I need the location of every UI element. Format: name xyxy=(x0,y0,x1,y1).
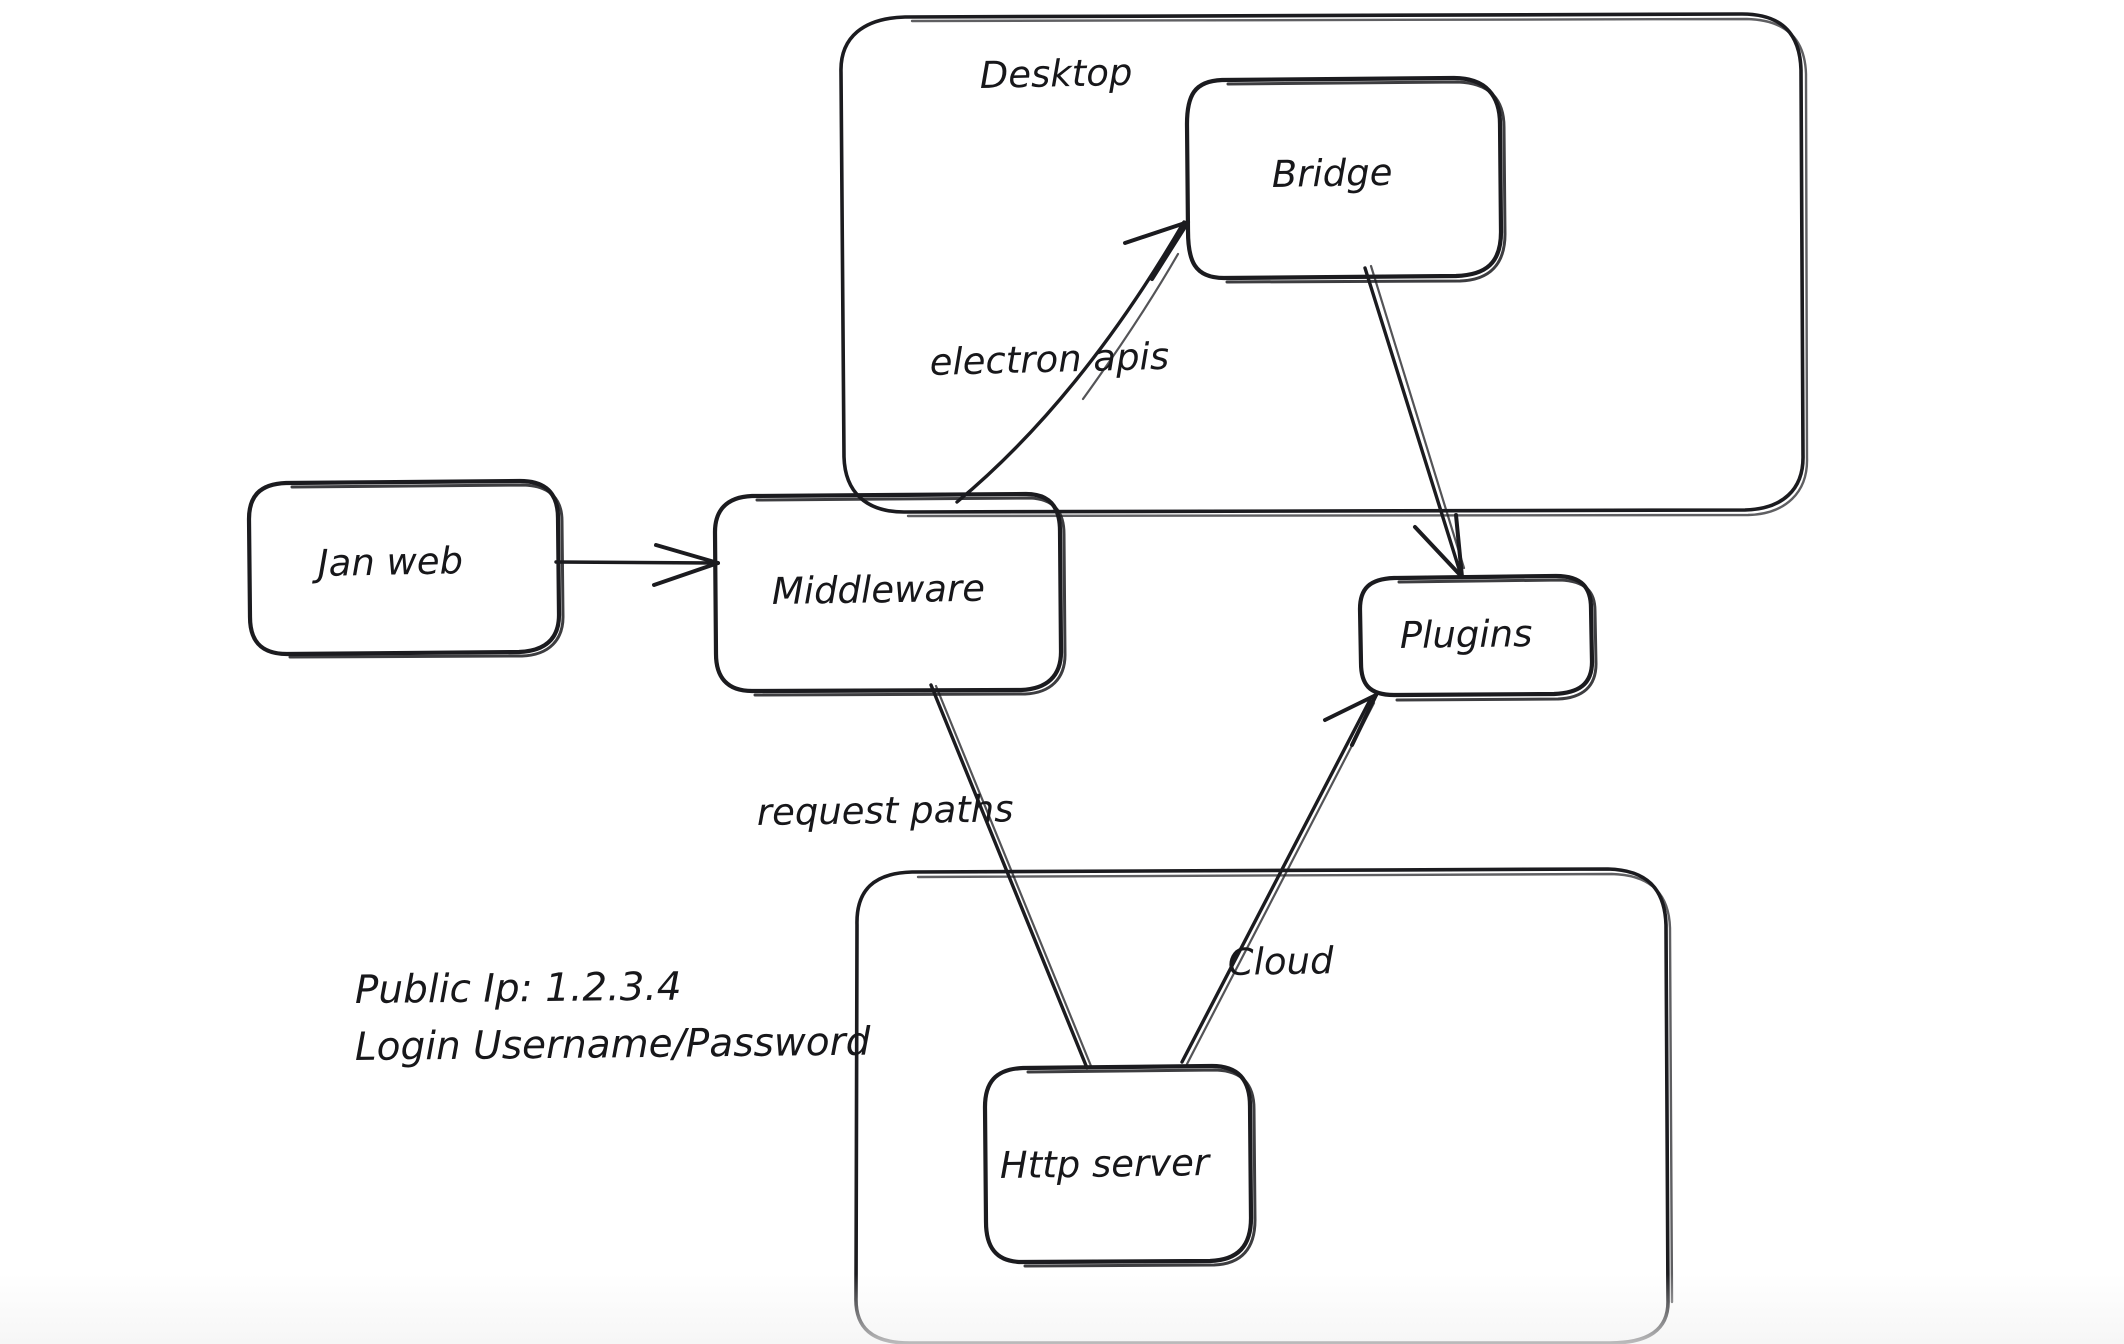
edge-bridge-to-plugins[interactable] xyxy=(1363,264,1466,579)
edge-middleware-to-bridge[interactable]: electron apis xyxy=(929,220,1190,504)
node-middleware[interactable]: Middleware xyxy=(712,491,1067,697)
node-label-jan-web: Jan web xyxy=(310,539,463,585)
container-label-desktop: Desktop xyxy=(979,51,1132,97)
note-public-ip: Public Ip: 1.2.3.4 xyxy=(355,965,682,1013)
notes-block[interactable]: Public Ip: 1.2.3.4 Login Username/Passwo… xyxy=(355,965,871,1070)
node-plugins[interactable]: Plugins xyxy=(1357,573,1598,702)
edge-http-server-to-plugins[interactable]: Cloud xyxy=(1180,693,1378,1066)
edge-label-request-paths: request paths xyxy=(757,787,1014,834)
container-desktop[interactable]: Desktop xyxy=(839,12,1809,518)
node-bridge[interactable]: Bridge xyxy=(1184,75,1507,284)
note-login-credentials: Login Username/Password xyxy=(355,1020,871,1070)
edge-label-electron-apis: electron apis xyxy=(929,335,1169,384)
edge-label-cloud: Cloud xyxy=(1227,939,1334,984)
node-jan-web[interactable]: Jan web xyxy=(246,478,565,659)
node-http-server[interactable]: Http server xyxy=(982,1063,1257,1268)
edge-middleware-to-http-server[interactable]: request paths xyxy=(757,683,1093,1070)
node-label-bridge: Bridge xyxy=(1271,151,1392,196)
node-label-middleware: Middleware xyxy=(771,567,985,613)
edge-jan-web-to-middleware[interactable] xyxy=(554,543,720,587)
node-label-plugins: Plugins xyxy=(1400,612,1533,657)
node-label-http-server: Http server xyxy=(1000,1141,1213,1187)
